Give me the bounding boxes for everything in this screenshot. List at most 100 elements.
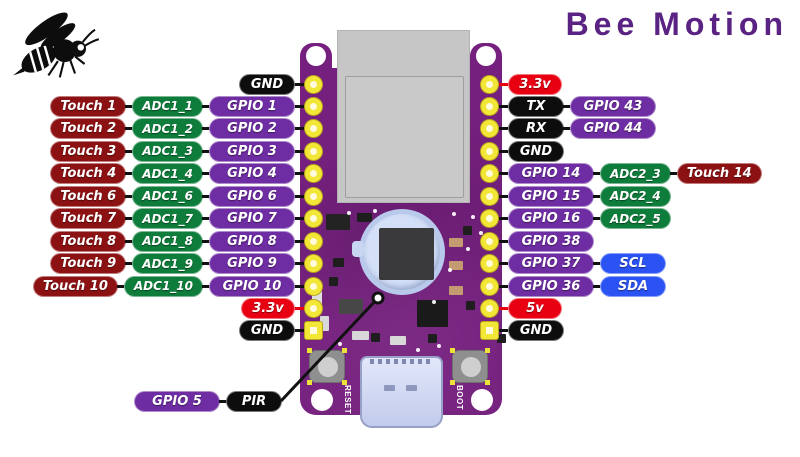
pin-label-gnd: GND [508, 140, 564, 162]
pill-connector [202, 194, 210, 198]
pill-connector [125, 149, 134, 153]
pill-connector [202, 284, 210, 288]
pill-connector [202, 127, 210, 131]
smd-component [449, 261, 463, 270]
pin-pad [304, 97, 322, 115]
pin-label-touch-10: Touch 10 [32, 275, 118, 297]
pin-label-touch-1: Touch 1 [50, 95, 127, 117]
silkscreen-dot [448, 268, 452, 272]
silkscreen-dot [452, 212, 456, 216]
pin-row-right: 5v [508, 298, 562, 319]
pir-notch [352, 241, 364, 257]
shield-lid [345, 76, 464, 198]
pin-row-right: GND [508, 140, 564, 162]
pin-pad [304, 210, 322, 228]
pin-label-touch-8: Touch 8 [50, 230, 127, 252]
mounting-hole [476, 46, 496, 66]
smd-component [390, 336, 406, 345]
pin-pad [304, 300, 322, 317]
pin-wire [490, 172, 508, 176]
bee-logo-icon [13, 12, 100, 78]
pin-label-gpio-43: GPIO 43 [570, 95, 656, 117]
pin-pad [304, 187, 322, 205]
pin-pad [480, 300, 498, 317]
pin-pad [304, 120, 322, 138]
pill-connector [116, 284, 125, 288]
pill-connector [125, 194, 134, 198]
pin-wire [291, 82, 309, 86]
pin-wire [490, 127, 508, 131]
pin-label-gpio-10: GPIO 10 [209, 275, 295, 297]
pill-connector [219, 399, 227, 403]
pill-connector [593, 194, 601, 198]
pin-row-left: GND [239, 73, 295, 95]
pin-label-gpio-37: GPIO 37 [508, 253, 594, 275]
pill-connector [125, 172, 134, 176]
mounting-hole [311, 389, 333, 411]
pin-pad [304, 232, 322, 250]
smd-component [339, 299, 363, 314]
pin-pad [480, 165, 498, 183]
pill-connector [125, 262, 134, 266]
silkscreen-dot [373, 209, 377, 213]
smd-component [449, 238, 463, 247]
pin-label-adc1-7: ADC1_7 [132, 208, 203, 230]
pin-label-touch-7: Touch 7 [50, 208, 127, 230]
pin-label-adc1-6: ADC1_6 [132, 185, 203, 207]
pin-label-gpio-8: GPIO 8 [209, 230, 295, 252]
pin-label-gpio-9: GPIO 9 [209, 253, 295, 275]
pin-label-gpio-16: GPIO 16 [508, 208, 594, 230]
smd-component [357, 213, 372, 222]
silkscreen-dot [338, 342, 342, 346]
pin-pad [480, 187, 498, 205]
pin-label-gpio-7: GPIO 7 [209, 208, 295, 230]
smd-component [371, 333, 380, 342]
pin-wire [490, 239, 508, 243]
pin-wire [490, 284, 508, 288]
pin-label-adc1-4: ADC1_4 [132, 163, 203, 185]
mounting-hole [306, 46, 326, 66]
pin-pad [304, 142, 322, 160]
silkscreen-dot [479, 231, 483, 235]
pill-connector [125, 239, 134, 243]
pin-wire [291, 172, 309, 176]
pin-wire [291, 194, 309, 198]
pin-label-gpio-2: GPIO 2 [209, 118, 295, 140]
pin-label-rx: RX [508, 118, 564, 140]
pin-label-pir: PIR [226, 390, 282, 412]
reset-button-cap [318, 357, 338, 377]
smd-component [417, 300, 448, 327]
pin-label-gpio-38: GPIO 38 [508, 230, 594, 252]
pin-wire [490, 104, 508, 108]
pin-wire [291, 262, 309, 266]
pin-wire [291, 284, 309, 288]
pin-wire [490, 149, 508, 153]
pill-connector [593, 172, 601, 176]
pin-label-touch-4: Touch 4 [50, 163, 127, 185]
pin-label-scl: SCL [600, 253, 666, 275]
pill-connector [202, 149, 210, 153]
smd-component [497, 334, 506, 343]
esp32-module-shield [337, 30, 470, 203]
pin-wire [291, 104, 309, 108]
pin-wire [490, 217, 508, 221]
smd-component [326, 214, 350, 230]
pin-label-5v: 5v [508, 298, 562, 319]
pin-label-touch-3: Touch 3 [50, 140, 127, 162]
smd-component [333, 258, 344, 267]
pin-pad [480, 277, 498, 295]
pill-connector [202, 239, 210, 243]
pill-connector [593, 262, 601, 266]
pin-label-adc2-4: ADC2_4 [600, 185, 671, 207]
